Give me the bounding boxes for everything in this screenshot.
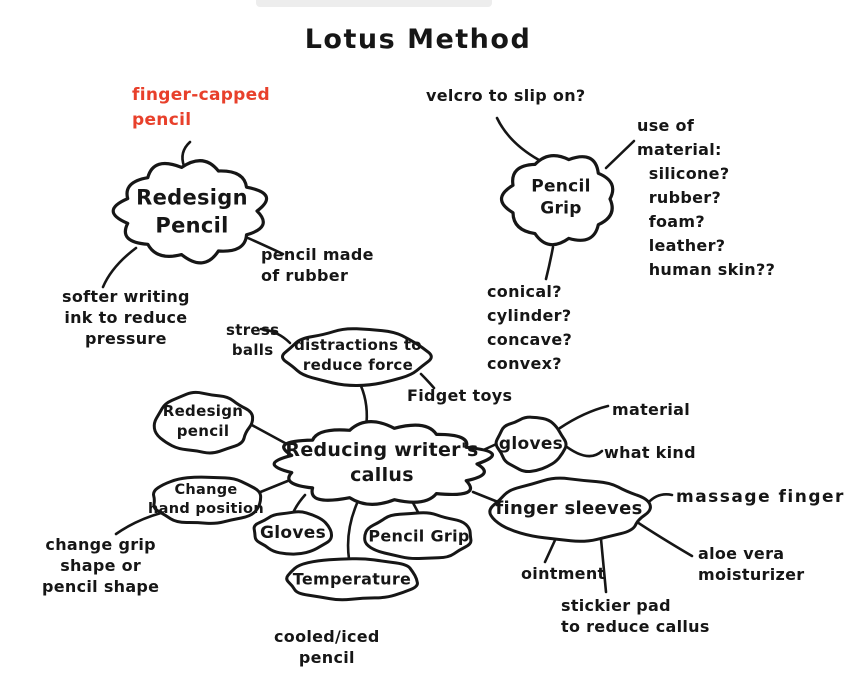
pencil-grip-node-outline — [363, 511, 473, 561]
finger-sleeves-node-outline — [488, 476, 652, 543]
ointment-note: ointment — [521, 564, 606, 583]
redesign-pencil-node-label: Redesign pencil — [162, 402, 244, 440]
shape-options-note: conical? cylinder? concave? convex? — [487, 282, 573, 373]
connector-grip-shapes — [544, 245, 555, 281]
finger-capped-pencil-note: finger-capped pencil — [132, 85, 270, 130]
connector-distractions-fidget — [419, 372, 436, 390]
connector-gloves-whatkind — [561, 442, 604, 458]
connector-gloves-material — [558, 404, 610, 430]
distractions-node-outline — [281, 327, 433, 388]
change-grip-note: change grip shape or pencil shape — [42, 535, 160, 597]
gloves-node-label: Gloves — [260, 522, 326, 543]
distractions-node-label: distractions to reduce force — [294, 336, 422, 374]
what-kind-note: what kind — [604, 443, 696, 462]
pencil-rubber-note: pencil made of rubber — [261, 245, 374, 286]
massage-finger-note: massage finger — [676, 487, 845, 507]
softer-writing-note: softer writing ink to reduce pressure — [62, 287, 190, 349]
connector-center-temperature — [346, 499, 360, 561]
connector-changehand-grip — [114, 511, 163, 536]
temperature-node-outline — [285, 557, 419, 602]
gloves-node-outline — [252, 510, 334, 556]
material-note: material — [612, 400, 691, 419]
connector-cloud-rubber — [246, 236, 285, 256]
center-node-label: Reducing writer's callus — [285, 438, 479, 486]
connector-sleeves-ointment — [543, 536, 558, 564]
connector-velcro-grip — [495, 116, 541, 162]
change-hand-position-node-label: Change hand position — [148, 481, 264, 517]
toolbar-remnant — [256, 0, 492, 7]
gloves-right-node-outline — [494, 415, 568, 474]
connector-grip-material — [604, 139, 636, 170]
stickier-pad-note: stickier pad to reduce callus — [561, 596, 710, 637]
pencil-grip-node-label: Pencil Grip — [368, 526, 470, 546]
connector-sleeves-aloe — [632, 518, 694, 558]
temperature-node-label: Temperature — [292, 569, 412, 589]
cooled-pencil-note: cooled/iced pencil — [274, 627, 380, 668]
connector-cloud-softer-writing — [101, 246, 138, 289]
fidget-toys-note: Fidget toys — [407, 386, 513, 405]
gloves-right-node-label: gloves — [498, 433, 564, 454]
page-title: Lotus Method — [304, 24, 532, 56]
connector-sleeves-massage — [646, 493, 674, 505]
center-cloud-outline — [272, 420, 494, 506]
connector-redesign-cloud-stem — [181, 140, 192, 168]
connector-sleeves-sticky — [599, 537, 608, 594]
aloe-vera-note: aloe vera moisturizer — [698, 544, 805, 585]
redesign-pencil-cloud-outline — [111, 159, 269, 265]
finger-sleeves-node-label: finger sleeves — [495, 498, 643, 520]
redesign-pencil-node-outline — [152, 390, 255, 455]
material-options-note: use of material: silicone? rubber? foam?… — [637, 116, 776, 279]
change-hand-node-outline — [152, 475, 263, 525]
connector-stress-distractions — [259, 327, 292, 345]
velcro-note: velcro to slip on? — [426, 86, 586, 105]
connector-center-fingersleeves — [471, 490, 500, 504]
pencil-grip-cloud-outline — [499, 154, 615, 247]
redesign-pencil-cloud-label: Redesign Pencil — [136, 185, 248, 237]
stress-balls-note: stress balls — [226, 321, 280, 359]
pencil-grip-cloud-label: Pencil Grip — [531, 176, 591, 219]
